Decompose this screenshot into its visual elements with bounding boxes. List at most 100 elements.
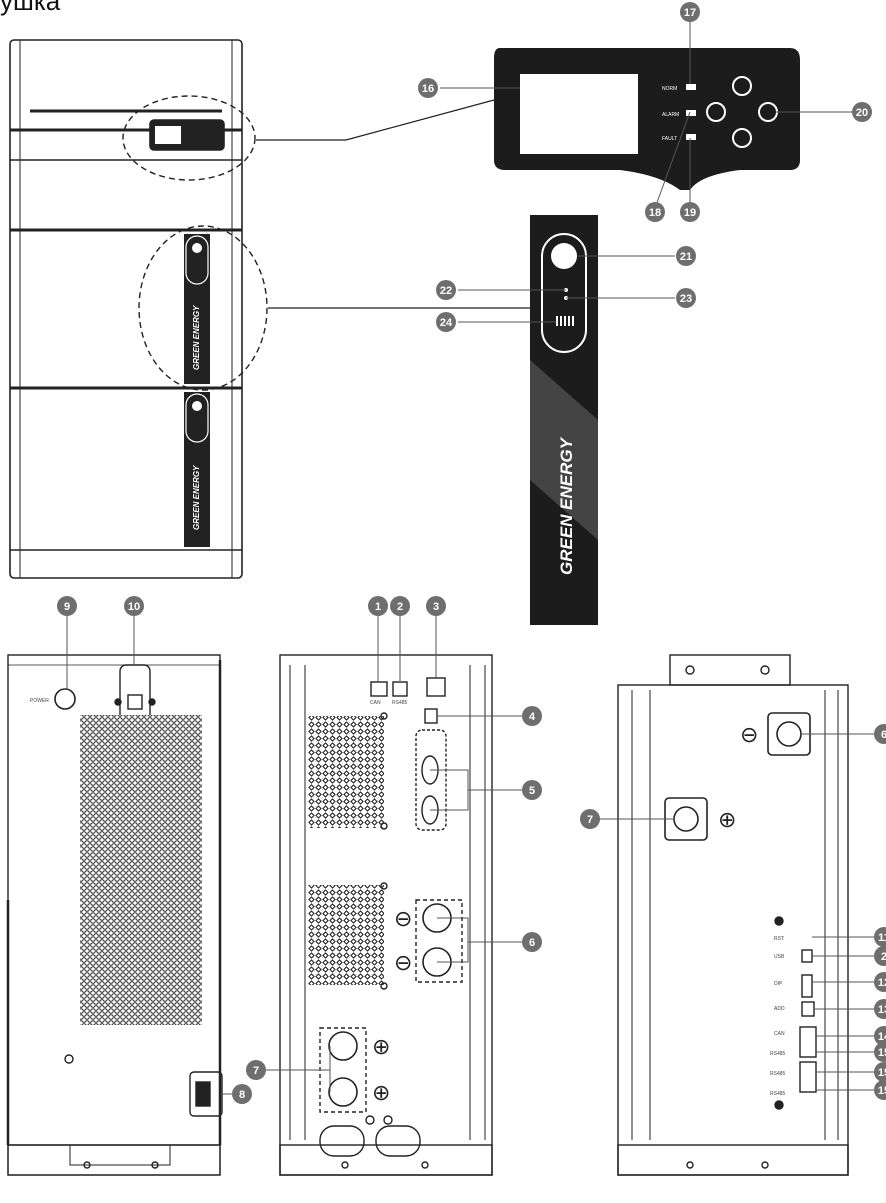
power-switch[interactable] <box>551 243 577 269</box>
callout-label: 16 <box>422 83 434 95</box>
strip-brand: GREEN ENERGY <box>557 436 576 575</box>
callout-label: 19 <box>684 207 696 219</box>
rst-label: RST <box>774 936 784 942</box>
callout-badges: 1716201819212223249108123456767112121314… <box>57 2 886 1104</box>
display-panel-detail: NORM ALARM FAULT <box>440 22 852 209</box>
callout-label: 8 <box>239 1089 245 1101</box>
callout-label: 5 <box>529 785 535 797</box>
callout-c6r: 6 <box>874 724 886 744</box>
rs485-label-c: RS485 <box>770 1091 786 1097</box>
callout-label: 17 <box>684 7 696 19</box>
rear-can-label: CAN <box>370 700 381 706</box>
callout-label: 12 <box>878 977 886 989</box>
power-label: POWER <box>30 698 49 704</box>
side-view-right: ⊖ ⊕ <box>598 654 875 1176</box>
svg-text:⊕: ⊕ <box>718 807 736 832</box>
callout-c12: 12 <box>874 972 886 992</box>
led-norm-label: NORM <box>662 86 677 92</box>
side-view-left <box>6 614 240 1176</box>
dip-label: DIP <box>774 981 783 987</box>
callout-label: 14 <box>878 1031 886 1043</box>
svg-text:⊖: ⊖ <box>740 722 758 747</box>
callout-c7r: 7 <box>580 809 600 829</box>
callout-c15c: 15 <box>874 1080 886 1100</box>
callout-label: 11 <box>878 932 886 944</box>
callout-c23: 23 <box>676 288 696 308</box>
callout-c19: 19 <box>680 202 700 222</box>
lcd-screen <box>520 74 638 154</box>
callout-label: 18 <box>649 207 661 219</box>
callout-label: 15 <box>878 1067 886 1079</box>
led-norm <box>686 84 696 90</box>
rs485-label-b: RS485 <box>770 1071 786 1077</box>
callout-label: 2 <box>881 951 886 963</box>
callout-c3: 3 <box>426 596 446 616</box>
front-brand-2: GREEN ENERGY <box>192 465 201 530</box>
callout-label: 6 <box>881 729 886 741</box>
callout-label: 21 <box>680 251 692 263</box>
callout-c13: 13 <box>874 999 886 1019</box>
led-fault <box>686 134 696 140</box>
rear-view-middle: ⊖ ⊖ ⊕ ⊕ <box>264 614 522 1176</box>
svg-text:⊖: ⊖ <box>394 906 412 931</box>
svg-text:⊖: ⊖ <box>394 950 412 975</box>
callout-label: 4 <box>529 711 536 723</box>
callout-label: 22 <box>440 285 452 297</box>
soc-leds <box>556 316 574 326</box>
can-label: CAN <box>774 1031 785 1037</box>
front-stack-view <box>9 39 530 579</box>
front-brand-1: GREEN ENERGY <box>192 305 201 370</box>
callout-label: 9 <box>64 601 70 613</box>
rs485-label-a: RS485 <box>770 1051 786 1057</box>
callout-c6m: 6 <box>522 932 542 952</box>
callout-c11: 11 <box>874 927 886 947</box>
callout-c22: 22 <box>436 280 456 300</box>
callout-c9: 9 <box>57 596 77 616</box>
callout-c4: 4 <box>522 706 542 726</box>
callout-c21: 21 <box>676 246 696 266</box>
callout-c2: 2 <box>390 596 410 616</box>
down-button[interactable] <box>732 128 752 148</box>
header-text: ушка <box>0 0 61 16</box>
side-port-labels: RST USB DIP ADD CAN RS485 RS485 RS485 <box>770 936 786 1097</box>
callout-c1: 1 <box>368 596 388 616</box>
callout-c20: 20 <box>852 102 872 122</box>
usb-label: USB <box>774 954 785 960</box>
callout-label: 24 <box>440 317 453 329</box>
led-fault-label: FAULT <box>662 136 677 142</box>
callout-label: 10 <box>128 601 140 613</box>
rear-rs485-label: RS485 <box>392 700 408 706</box>
callout-label: 23 <box>680 293 692 305</box>
callout-label: 7 <box>253 1065 259 1077</box>
add-label: ADD <box>774 1006 785 1012</box>
callout-label: 1 <box>375 601 381 613</box>
up-button[interactable] <box>732 76 752 96</box>
svg-text:⊕: ⊕ <box>372 1080 390 1105</box>
callout-label: 2 <box>397 601 403 613</box>
callout-c7m: 7 <box>246 1060 266 1080</box>
callout-c10: 10 <box>124 596 144 616</box>
callout-c2r: 2 <box>874 946 886 966</box>
svg-text:⊕: ⊕ <box>372 1034 390 1059</box>
led-alarm <box>686 110 696 116</box>
callout-c15b: 15 <box>874 1062 886 1082</box>
callout-c18: 18 <box>645 202 665 222</box>
callout-label: 7 <box>587 814 593 826</box>
module-strip-detail <box>458 215 675 625</box>
callout-c17: 17 <box>680 2 700 22</box>
back-button[interactable] <box>706 102 726 122</box>
callout-label: 15 <box>878 1085 886 1097</box>
callout-label: 13 <box>878 1004 886 1016</box>
led-alarm-label: ALARM <box>662 112 679 118</box>
callout-c8: 8 <box>232 1084 252 1104</box>
callout-label: 6 <box>529 937 535 949</box>
callout-label: 3 <box>433 601 439 613</box>
callout-label: 15 <box>878 1047 886 1059</box>
callout-label: 20 <box>856 107 868 119</box>
callout-c5: 5 <box>522 780 542 800</box>
callout-c24: 24 <box>436 312 456 332</box>
callout-c15a: 15 <box>874 1042 886 1062</box>
callout-c16: 16 <box>418 78 438 98</box>
callout-c14: 14 <box>874 1026 886 1046</box>
